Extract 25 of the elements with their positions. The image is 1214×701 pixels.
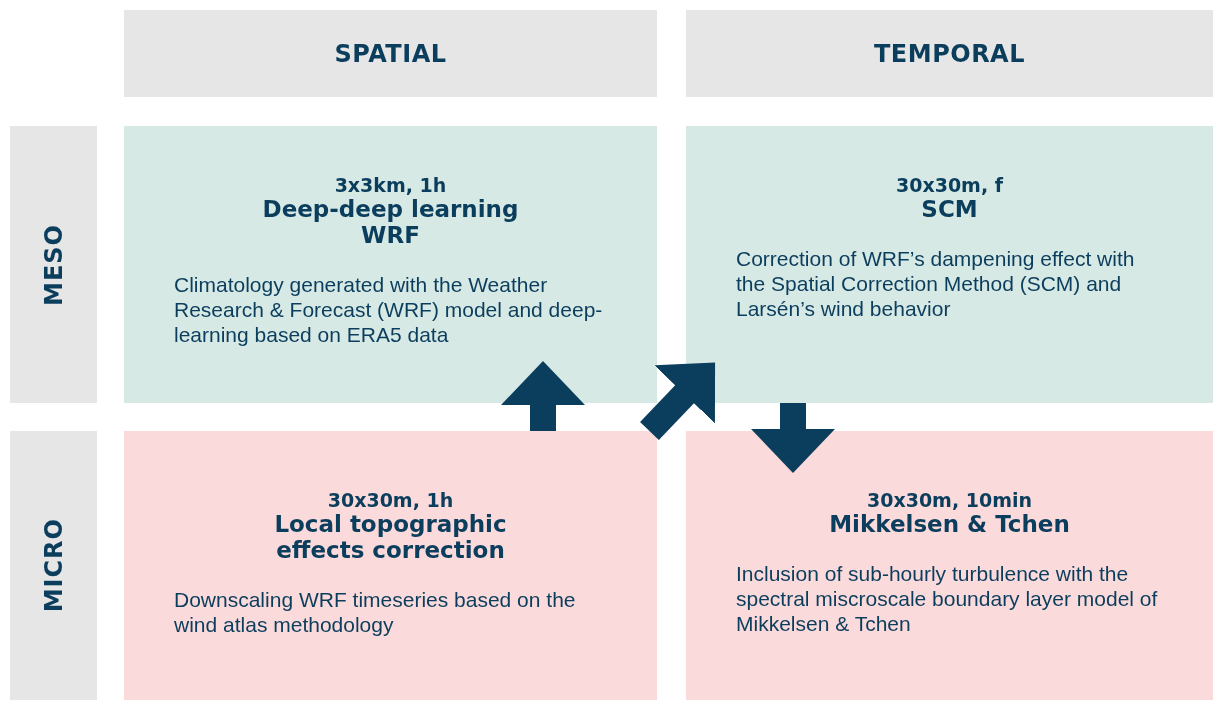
column-header: SPATIAL	[124, 10, 657, 97]
resolution-label: 3x3km, 1h	[333, 174, 448, 196]
method-title: SCM	[920, 196, 979, 222]
method-title: Deep-deep learning WRF	[261, 196, 520, 248]
row-label: MESO	[39, 223, 68, 306]
resolution-label: 30x30m, 10min	[865, 489, 1033, 511]
panel	[124, 431, 657, 700]
method-title: Mikkelsen & Tchen	[828, 511, 1071, 537]
panel	[124, 126, 657, 403]
row-label: MICRO	[39, 518, 68, 613]
column-header: TEMPORAL	[686, 10, 1213, 97]
panel	[686, 431, 1213, 700]
description-text: Inclusion of sub-hourly turbulence with the spectral miscroscale boundary layer model of Mikkelsen & Tchen	[736, 561, 1159, 636]
arrow	[751, 403, 835, 473]
description-text: Downscaling WRF timeseries based on the wind atlas methodology	[174, 587, 577, 637]
method-title: Local topographic effects correction	[273, 511, 508, 563]
row-header	[10, 126, 97, 403]
description-text: Climatology generated with the Weather Research & Forecast (WRF) model and deep-learning based on ERA5 data	[174, 272, 604, 347]
row-header	[10, 431, 97, 700]
resolution-label: 30x30m, 1h	[326, 489, 455, 511]
description-text: Correction of WRF’s dampening effect with the Spatial Correction Method (SCM) and Larsén’s wind behavior	[736, 246, 1136, 321]
arrow	[640, 362, 716, 440]
resolution-label: 30x30m, f	[894, 174, 1005, 196]
arrow	[501, 361, 585, 431]
panel	[686, 126, 1213, 403]
